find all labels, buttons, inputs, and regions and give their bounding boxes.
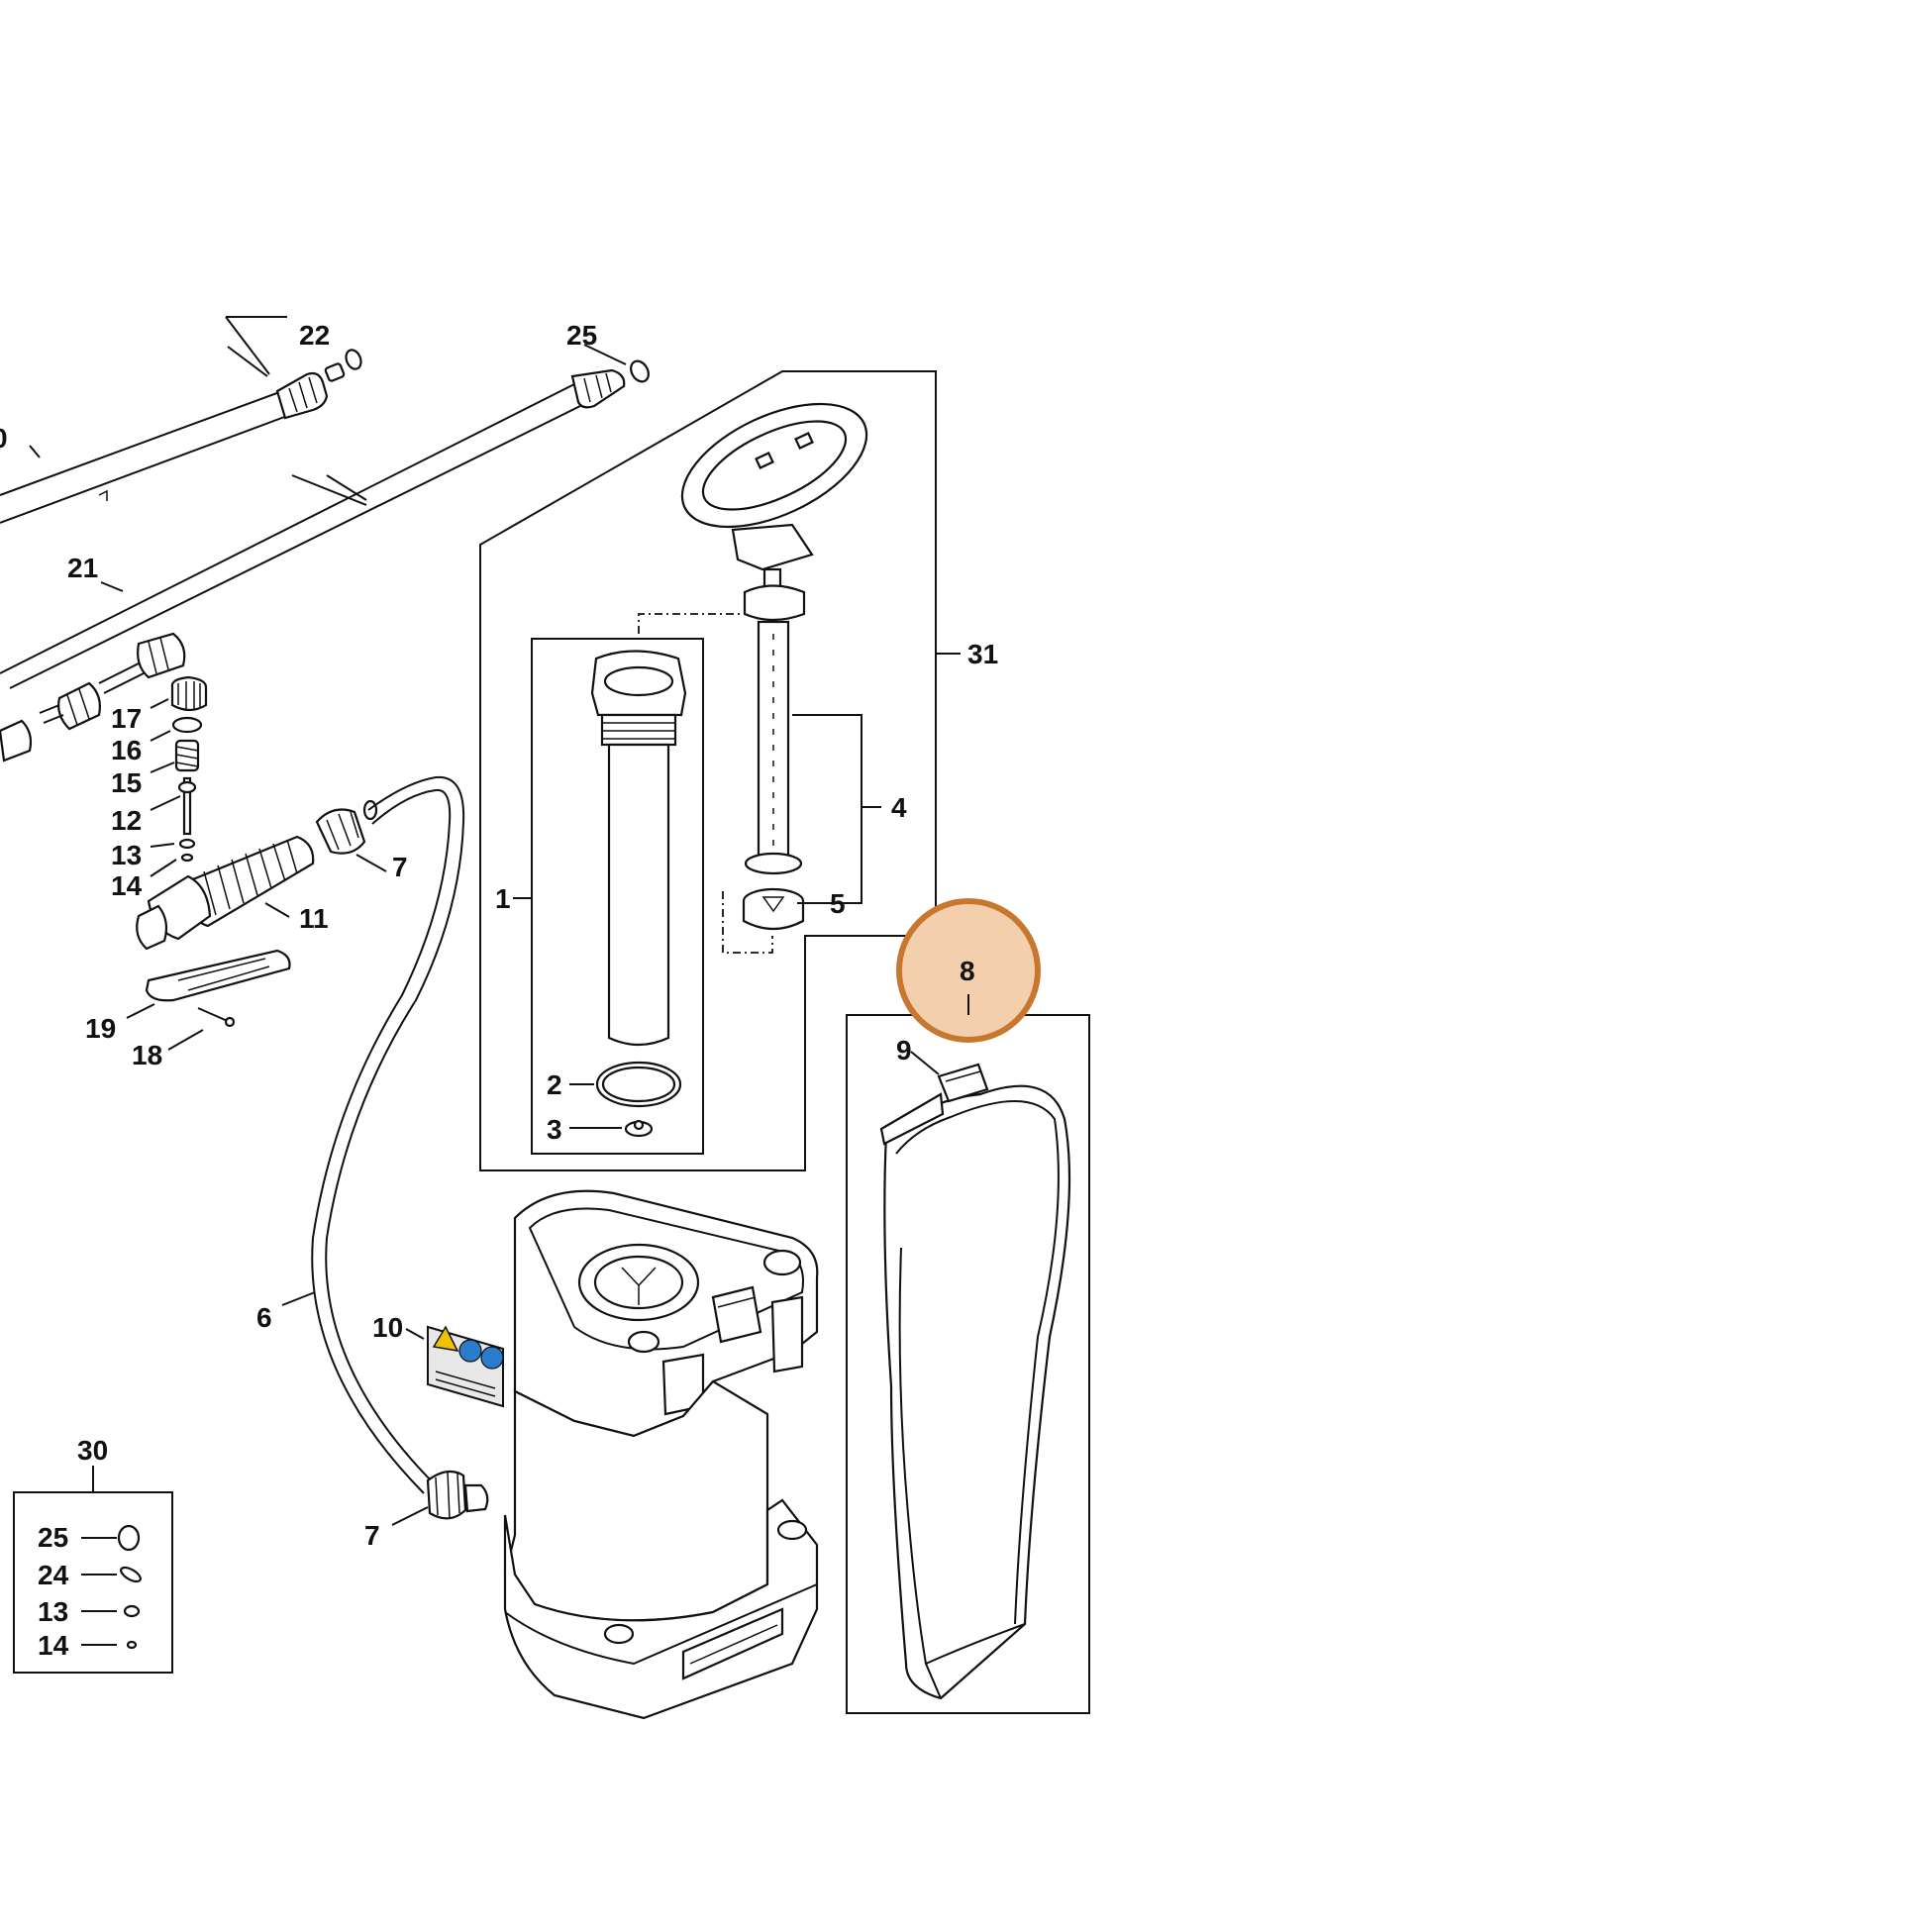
label-17: 17: [111, 703, 142, 734]
lance-assembly: [0, 316, 653, 763]
kit-label-25: 25: [38, 1522, 68, 1553]
pin-18[interactable]: [197, 1007, 231, 1023]
kit-o-ring-25[interactable]: [117, 1524, 141, 1552]
label-18: 18: [132, 1040, 162, 1070]
nozzle-22[interactable]: [275, 371, 329, 420]
label-7-upper: 7: [392, 852, 408, 882]
o-ring-25[interactable]: [628, 357, 653, 384]
knob-17[interactable]: [170, 675, 208, 712]
label-30: 30: [77, 1435, 108, 1466]
shoulder-strap-8[interactable]: [879, 1084, 1071, 1700]
pump-cylinder-1[interactable]: [590, 650, 687, 1047]
coupling-left-cut: [0, 719, 33, 763]
coupling-nut-lower: [57, 681, 101, 731]
kit-label-24: 24: [38, 1560, 69, 1590]
spray-tank[interactable]: [503, 1189, 819, 1720]
kit-seal-24[interactable]: [119, 1565, 143, 1584]
nozzle-tip-22: [324, 362, 346, 382]
nut-7-lower[interactable]: [426, 1470, 489, 1520]
label-13: 13: [111, 840, 142, 870]
cylinder-box: [531, 638, 704, 1155]
label-0: 0: [0, 423, 8, 454]
pump-handle[interactable]: [663, 378, 885, 571]
piston-5[interactable]: [742, 887, 805, 931]
label-16: 16: [111, 735, 142, 765]
lance-clip: [98, 489, 108, 501]
kit-label-13: 13: [38, 1596, 68, 1627]
label-11: 11: [299, 903, 329, 934]
label-14: 14: [111, 870, 143, 901]
valve-assembly: [136, 675, 378, 1028]
kit-ring-13[interactable]: [123, 1604, 141, 1618]
strap-box: [846, 898, 1090, 1714]
highlight-circle-8[interactable]: [896, 898, 1041, 1043]
label-7-lower: 7: [364, 1520, 380, 1551]
warning-triangle-icon: [432, 1325, 459, 1352]
o-ring-22[interactable]: [344, 348, 363, 371]
label-10: 10: [372, 1312, 403, 1343]
washer-16[interactable]: [171, 716, 203, 734]
hose-6[interactable]: [311, 775, 465, 1494]
label-4: 4: [891, 792, 907, 823]
ring-14[interactable]: [180, 853, 194, 863]
mandatory-sign-icon-2: [480, 1346, 504, 1370]
lance-tip-25: [570, 368, 626, 409]
pin-12[interactable]: [182, 776, 192, 836]
label-8[interactable]: 8: [960, 956, 975, 986]
kit-label-14: 14: [38, 1630, 69, 1661]
label-3: 3: [547, 1114, 562, 1145]
label-21: 21: [67, 553, 98, 583]
piston-rod-4[interactable]: [743, 567, 806, 875]
label-6: 6: [256, 1302, 272, 1333]
label-22: 22: [299, 320, 330, 351]
label-1: 1: [495, 883, 511, 914]
part-labels: 0 22 25 21 17 16 15 12 13 14 11 7 19 18 …: [0, 320, 998, 1661]
ring-13[interactable]: [178, 838, 196, 850]
label-12: 12: [111, 805, 142, 836]
label-9: 9: [896, 1035, 912, 1066]
label-5: 5: [830, 888, 846, 919]
label-15: 15: [111, 767, 142, 798]
warning-decal-10[interactable]: [405, 1325, 504, 1408]
label-2: 2: [547, 1069, 562, 1100]
valve-inlet: [136, 904, 168, 951]
kit-ring-14[interactable]: [126, 1640, 138, 1650]
lance-tube-lower: [0, 383, 585, 689]
label-31: 31: [967, 639, 998, 669]
label-19: 19: [85, 1013, 116, 1044]
mandatory-sign-icon: [458, 1339, 482, 1363]
trigger-19[interactable]: [145, 949, 291, 1002]
pump-assembly-31: [479, 370, 961, 1171]
lance-tube-upper: [0, 390, 288, 524]
leader-lines: [29, 445, 429, 1526]
label-25: 25: [566, 320, 597, 351]
kit-box-30: [13, 1466, 173, 1674]
pump-box-frame: [479, 370, 937, 1171]
